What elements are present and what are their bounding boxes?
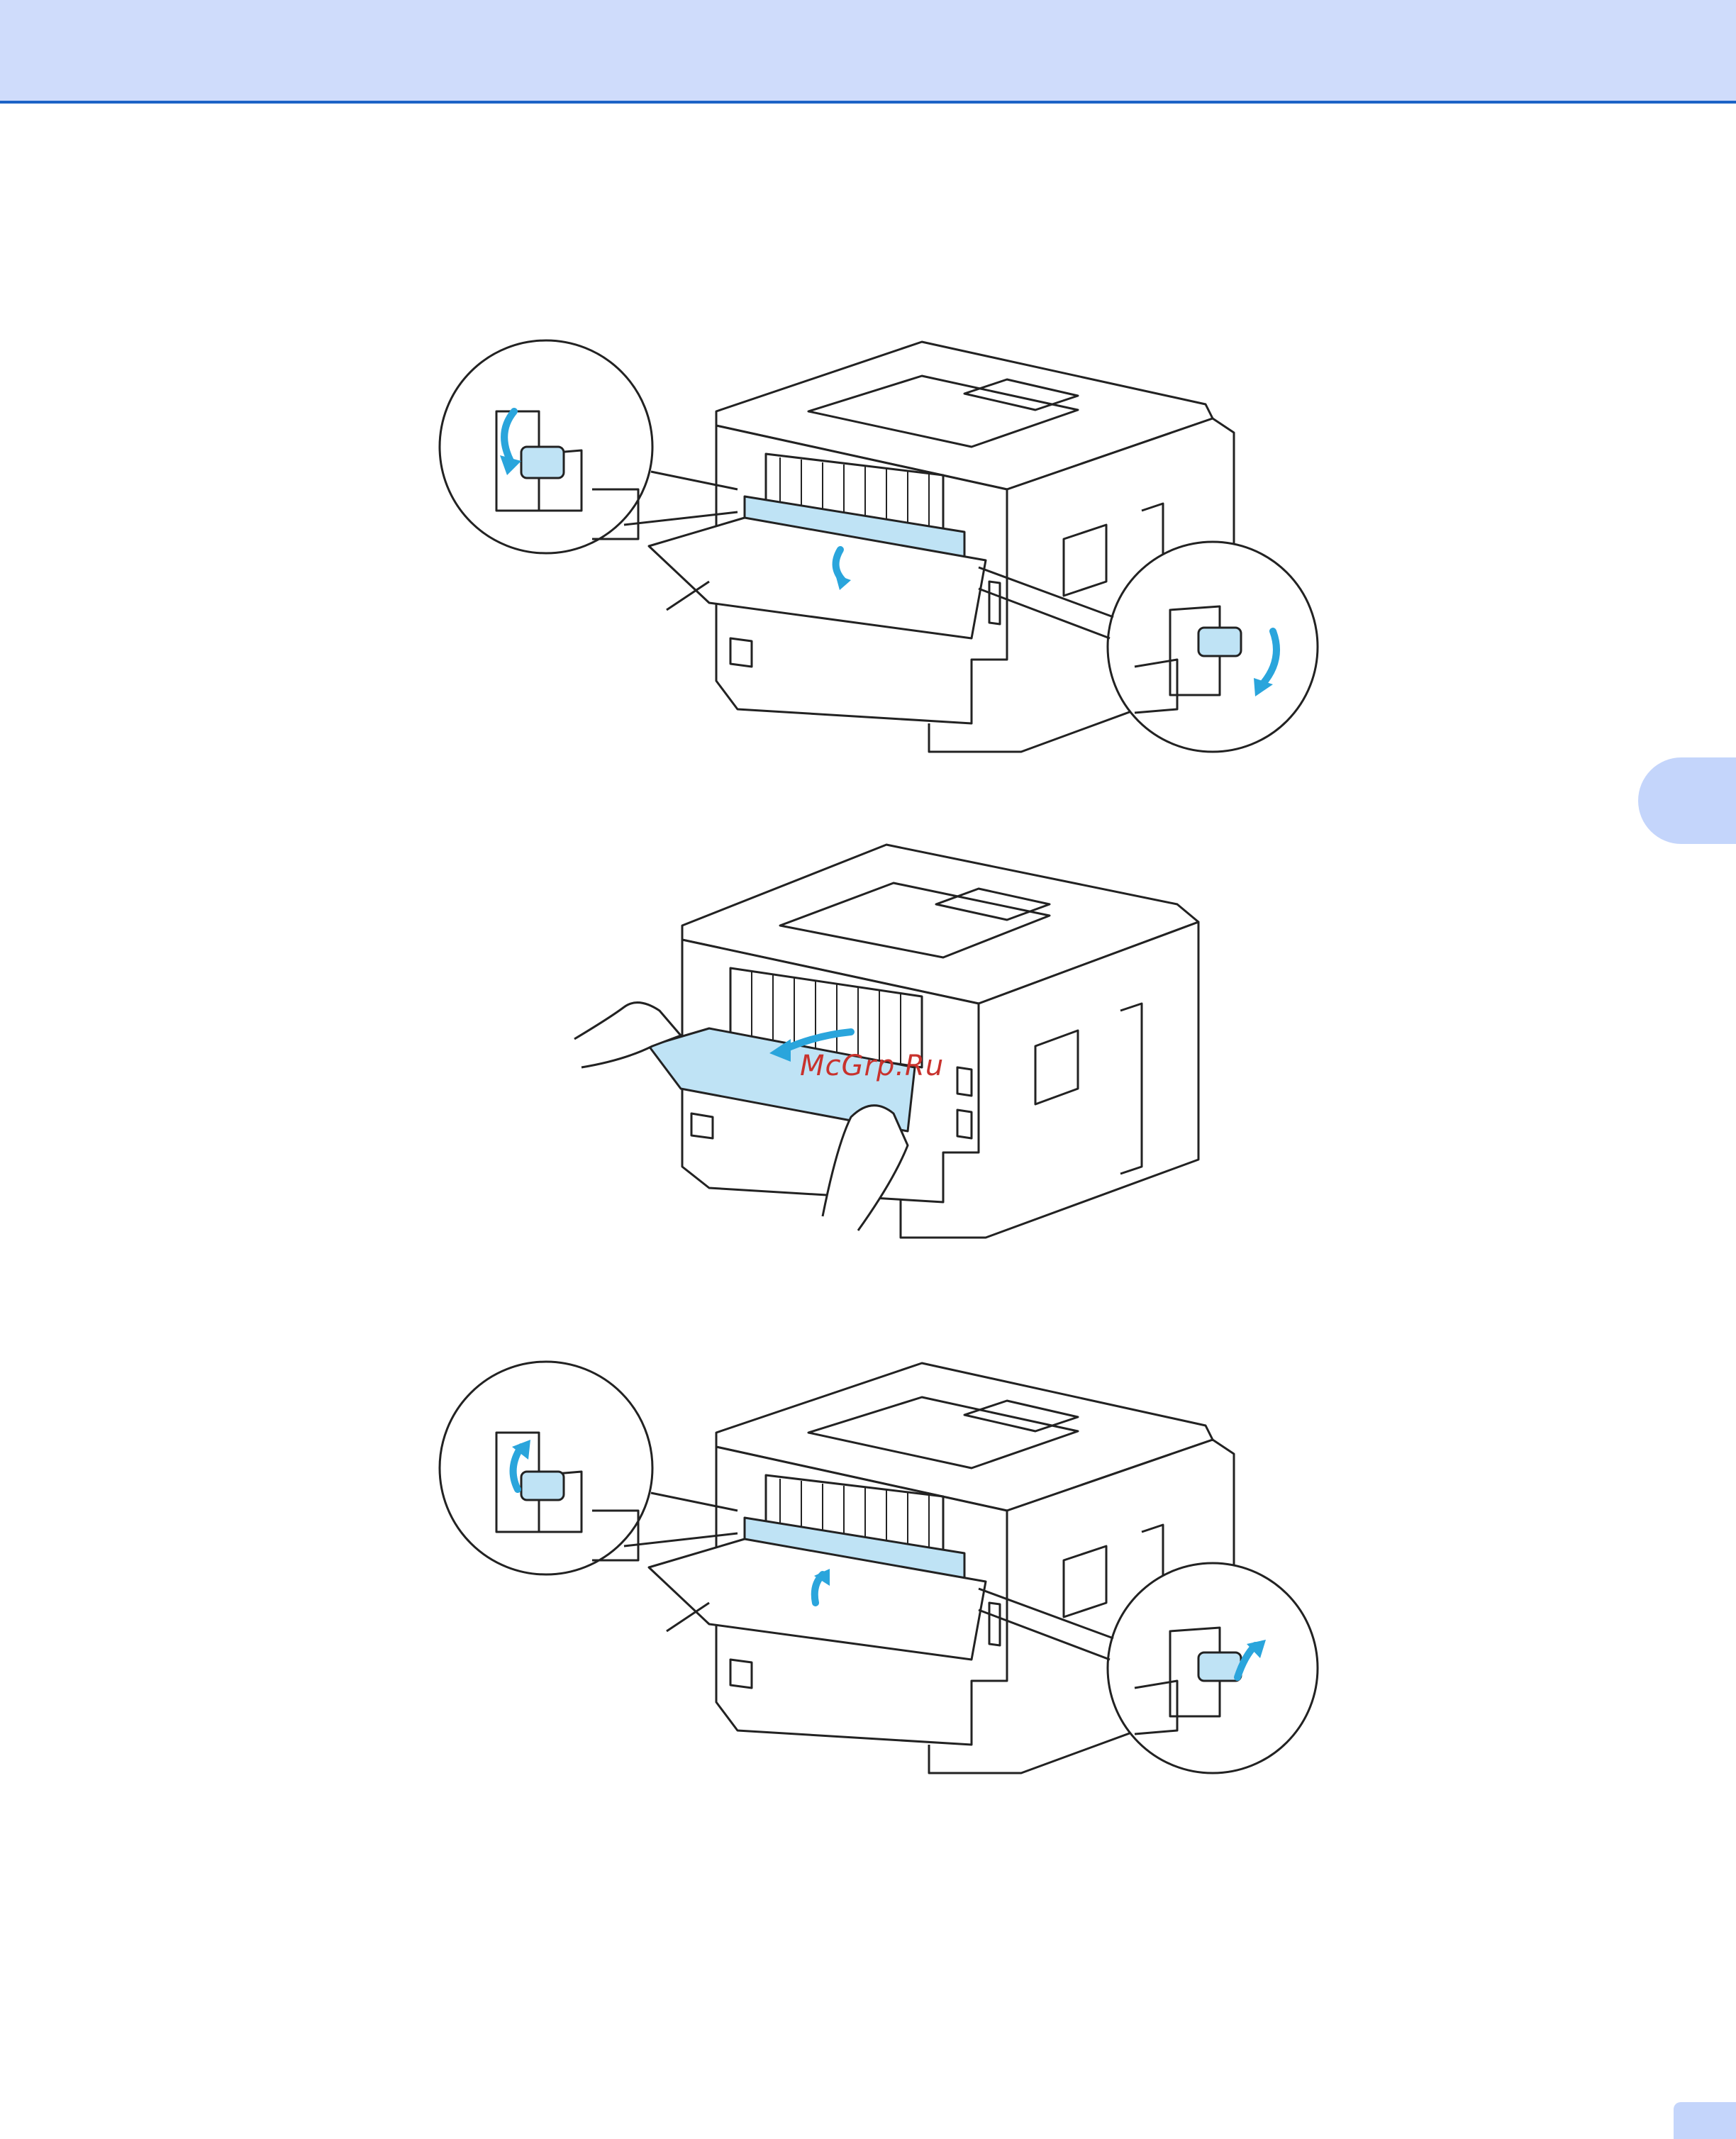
figure-release-levers-down (0, 326, 1736, 780)
chapter-tab (1638, 757, 1736, 844)
page-number-tab (1674, 2102, 1736, 2139)
printer-back-levers-up-illustration (0, 1348, 1736, 1801)
figure-pull-jammed-paper (0, 833, 1736, 1252)
header-band (0, 0, 1736, 104)
printer-back-levers-down-illustration (0, 326, 1736, 780)
figure-release-levers-up (0, 1348, 1736, 1801)
printer-back-remove-paper-illustration (0, 833, 1736, 1252)
watermark-text: McGrp.Ru (800, 1050, 944, 1082)
